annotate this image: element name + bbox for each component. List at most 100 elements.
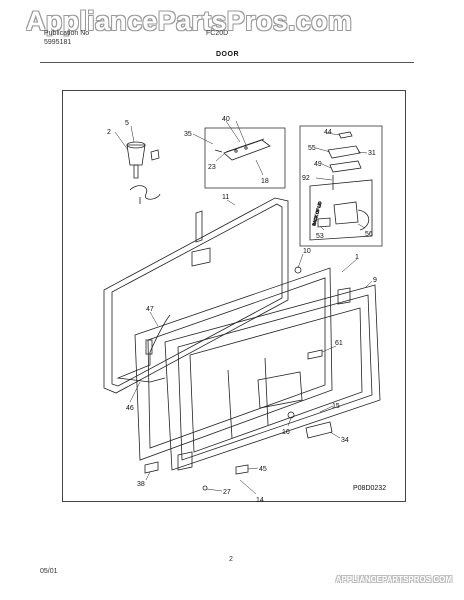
- hinge-stem: [133, 164, 139, 179]
- door-vent: [177, 451, 193, 471]
- callout-34: 34: [341, 437, 349, 444]
- site-watermark: AppliancePartsPros.com: [26, 6, 353, 36]
- hinge-clip: [150, 149, 160, 161]
- light-box: [333, 201, 359, 225]
- liner-inner: [147, 277, 326, 449]
- leader-38: [145, 471, 151, 481]
- leader-92: [315, 177, 333, 181]
- callout-2: 2: [107, 129, 111, 136]
- leader-34: [329, 431, 341, 439]
- light-switch: [338, 131, 353, 139]
- leader-1: [341, 258, 358, 273]
- lock-part-61: [307, 349, 323, 360]
- publication-number: 5995181: [44, 39, 72, 46]
- hinge-pin: [214, 149, 223, 153]
- leader-10: [297, 253, 304, 269]
- leader-18: [255, 159, 264, 176]
- door-panel: [189, 307, 363, 453]
- hinge-screw: [244, 146, 248, 150]
- callout-35: 35: [184, 131, 192, 138]
- leader-44: [325, 132, 341, 136]
- part-10-circle: [294, 266, 302, 274]
- door-divider: [264, 357, 269, 426]
- hinge-screw-assembly: [191, 210, 211, 267]
- callout-14: 14: [256, 497, 264, 504]
- callout-18: 18: [261, 178, 269, 185]
- leader-49: [321, 163, 332, 169]
- leader-40b: [235, 120, 247, 146]
- door-liner: [134, 267, 333, 461]
- hinge-hardware: [126, 141, 161, 204]
- callout-40: 40: [222, 116, 230, 123]
- callout-55: 55: [308, 145, 316, 152]
- gasket-inner: [111, 203, 283, 387]
- hinge-inset: [204, 127, 286, 189]
- leader-56: [357, 223, 366, 229]
- door-inner-edge: [177, 294, 373, 461]
- leader-9: [364, 280, 373, 289]
- callout-56: 56: [365, 231, 373, 238]
- door-divider: [227, 369, 233, 439]
- light-socket: [317, 217, 331, 228]
- screw-part-27: [202, 485, 208, 491]
- header-rule: [40, 62, 414, 63]
- frame-corner: [337, 287, 351, 305]
- callout-38: 38: [137, 481, 145, 488]
- callout-9: 9: [373, 277, 377, 284]
- hinge-inset-box: [204, 127, 286, 189]
- gasket-outline: [103, 197, 289, 394]
- callout-23: 23: [208, 164, 216, 171]
- callout-10: 10: [303, 248, 311, 255]
- wire-connector: [145, 339, 153, 355]
- callout-31: 31: [368, 150, 376, 157]
- leader-lines: [114, 120, 373, 495]
- liner-outline: [134, 267, 333, 461]
- diagram-frame: [62, 90, 406, 502]
- light-wire: [357, 209, 370, 231]
- callout-49: 49: [314, 161, 322, 168]
- hinge-cap: [126, 144, 146, 166]
- leader-55: [315, 147, 331, 153]
- leader-11: [226, 199, 236, 206]
- trim-part-38: [144, 461, 159, 474]
- leader-14: [239, 479, 257, 495]
- lock-part-34: [305, 421, 333, 439]
- leader-46: [129, 381, 141, 403]
- light-inset: [299, 125, 383, 247]
- callout-46: 46: [126, 405, 134, 412]
- callout-61: 61: [335, 340, 343, 347]
- leader-27: [206, 488, 223, 492]
- leader-23: [215, 153, 225, 162]
- clip-part-45: [235, 464, 249, 475]
- door-frame: [164, 284, 381, 471]
- back-of-lid-text: BACK OF LID: [311, 201, 322, 226]
- light-lens: [327, 145, 361, 159]
- hinge-spring: [129, 185, 161, 200]
- section-title: DOOR: [216, 51, 239, 58]
- door-latch-area: [257, 371, 303, 409]
- publication-date: 05/01: [40, 568, 58, 575]
- leader-61: [321, 345, 337, 353]
- footer-watermark: APPLIANCEPARTSPROS.COM: [335, 575, 452, 584]
- callout-11: 11: [222, 194, 229, 201]
- door-outline: [164, 284, 381, 471]
- hinge-screw: [234, 149, 238, 153]
- wire-harness: [116, 314, 171, 383]
- wire-routing: [116, 352, 166, 383]
- callout-1: 1: [355, 254, 359, 261]
- page-number: 2: [229, 556, 233, 563]
- leader-35: [192, 133, 214, 145]
- callout-27: 27: [223, 489, 231, 496]
- light-inset-box: [299, 125, 383, 247]
- callout-53: 53: [316, 233, 324, 240]
- callout-15: 15: [332, 403, 340, 410]
- model-number: FC20D: [206, 30, 229, 37]
- leader-47: [149, 311, 159, 327]
- hinge-cap-top: [126, 141, 146, 149]
- hinge-bracket-edge: [225, 138, 265, 153]
- leader-2: [114, 131, 129, 151]
- callout-16: 16: [282, 429, 290, 436]
- callout-45: 45: [259, 466, 267, 473]
- lid-back-panel: [309, 179, 373, 241]
- door-gasket: [103, 197, 289, 394]
